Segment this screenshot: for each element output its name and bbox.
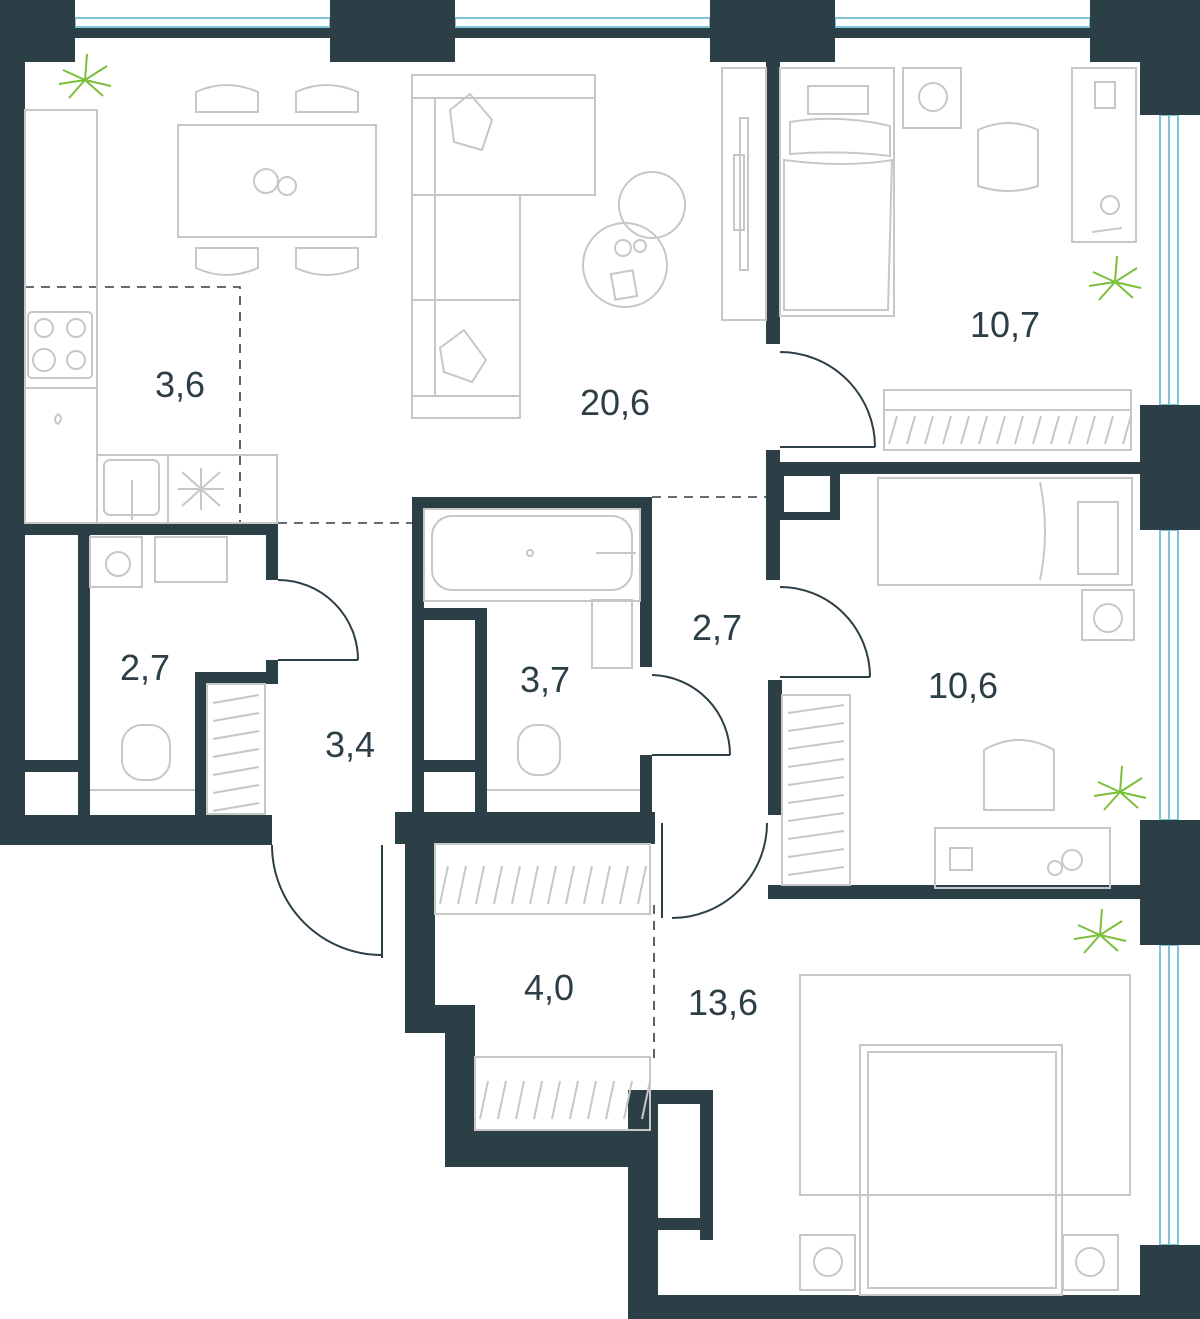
hatch-line [475,865,485,905]
hatch-line [942,415,952,445]
hatch-line [457,865,467,905]
room-area-wardrobe: 4,0 [524,967,574,1008]
plant-icon [1088,255,1142,301]
dining-table [177,84,377,276]
hatch-line [623,1080,633,1120]
bathroom-fixtures [423,508,641,791]
hatch-line [787,740,845,750]
coffee-tables [582,171,686,308]
hatch-line [511,865,521,905]
hatch-line [787,758,845,768]
hatch-line [601,865,611,905]
hatch-line [533,1080,543,1120]
hatch-line [1122,415,1132,445]
room-area-master-bedroom: 13,6 [688,982,758,1023]
hatch-line [787,830,845,840]
hatch-line [583,865,593,905]
hatch-line [547,865,557,905]
sofa [411,74,596,419]
room-area-wc: 2,7 [120,647,170,688]
hatch-line [787,812,845,822]
plant-icon [58,53,112,99]
hatch-line [569,1080,579,1120]
room-area-entry-hall: 3,4 [325,724,375,765]
kitchen-counter [24,109,278,524]
hatch-line [212,766,260,776]
hatch-line [888,415,898,445]
hatch-line [212,694,260,704]
hatch-line [439,865,449,905]
room-area-bedroom-top: 10,7 [970,304,1040,345]
hatch-line [605,1080,615,1120]
hatch-line [924,415,934,445]
furniture [24,67,1137,1296]
hatch-line [637,865,647,905]
hatch-line [1032,415,1042,445]
hatch-line [1014,415,1024,445]
hatch-line [1086,415,1096,445]
hatch-line [787,866,845,876]
wardrobe-shelves [434,843,651,1131]
room-area-living: 20,6 [580,382,650,423]
shelf-hatching [212,415,1132,1120]
doors [271,351,876,958]
bedroom-middle-furniture [781,477,1135,889]
hatch-line [587,1080,597,1120]
hatch-line [996,415,1006,445]
windows [74,17,1179,1246]
hatch-line [551,1080,561,1120]
room-area-kitchen: 3,6 [155,364,205,405]
plant-icon [1073,908,1127,954]
hatch-line [978,415,988,445]
hatch-line [212,802,260,812]
hatch-line [1050,415,1060,445]
hatch-line [212,748,260,758]
hatch-line [787,848,845,858]
hatch-line [960,415,970,445]
hatch-line [1104,415,1114,445]
hatch-line [619,865,629,905]
hatch-line [565,865,575,905]
hatch-line [787,776,845,786]
hatch-line [212,712,260,722]
room-area-corridor: 2,7 [692,607,742,648]
hatch-line [493,865,503,905]
room-area-bathroom: 3,7 [520,659,570,700]
hatch-line [529,865,539,905]
bedroom-top-furniture [779,67,1137,451]
hatch-line [787,704,845,714]
room-area-bedroom-middle: 10,6 [928,665,998,706]
hatch-line [212,730,260,740]
hatch-line [787,722,845,732]
hatch-line [906,415,916,445]
hatch-line [787,794,845,804]
hatch-line [497,1080,507,1120]
hatch-line [641,1080,651,1120]
area-labels: 3,6 20,6 10,7 2,7 3,4 3,7 2,7 10,6 4,0 1… [120,304,1040,1023]
hatch-line [479,1080,489,1120]
hatch-line [212,784,260,794]
plants [58,53,1147,954]
wc-fixtures [89,536,266,815]
hatch-line [1068,415,1078,445]
plant-icon [1093,765,1147,811]
hatch-line [515,1080,525,1120]
master-bedroom-furniture [799,974,1131,1296]
tv-unit [721,67,767,321]
